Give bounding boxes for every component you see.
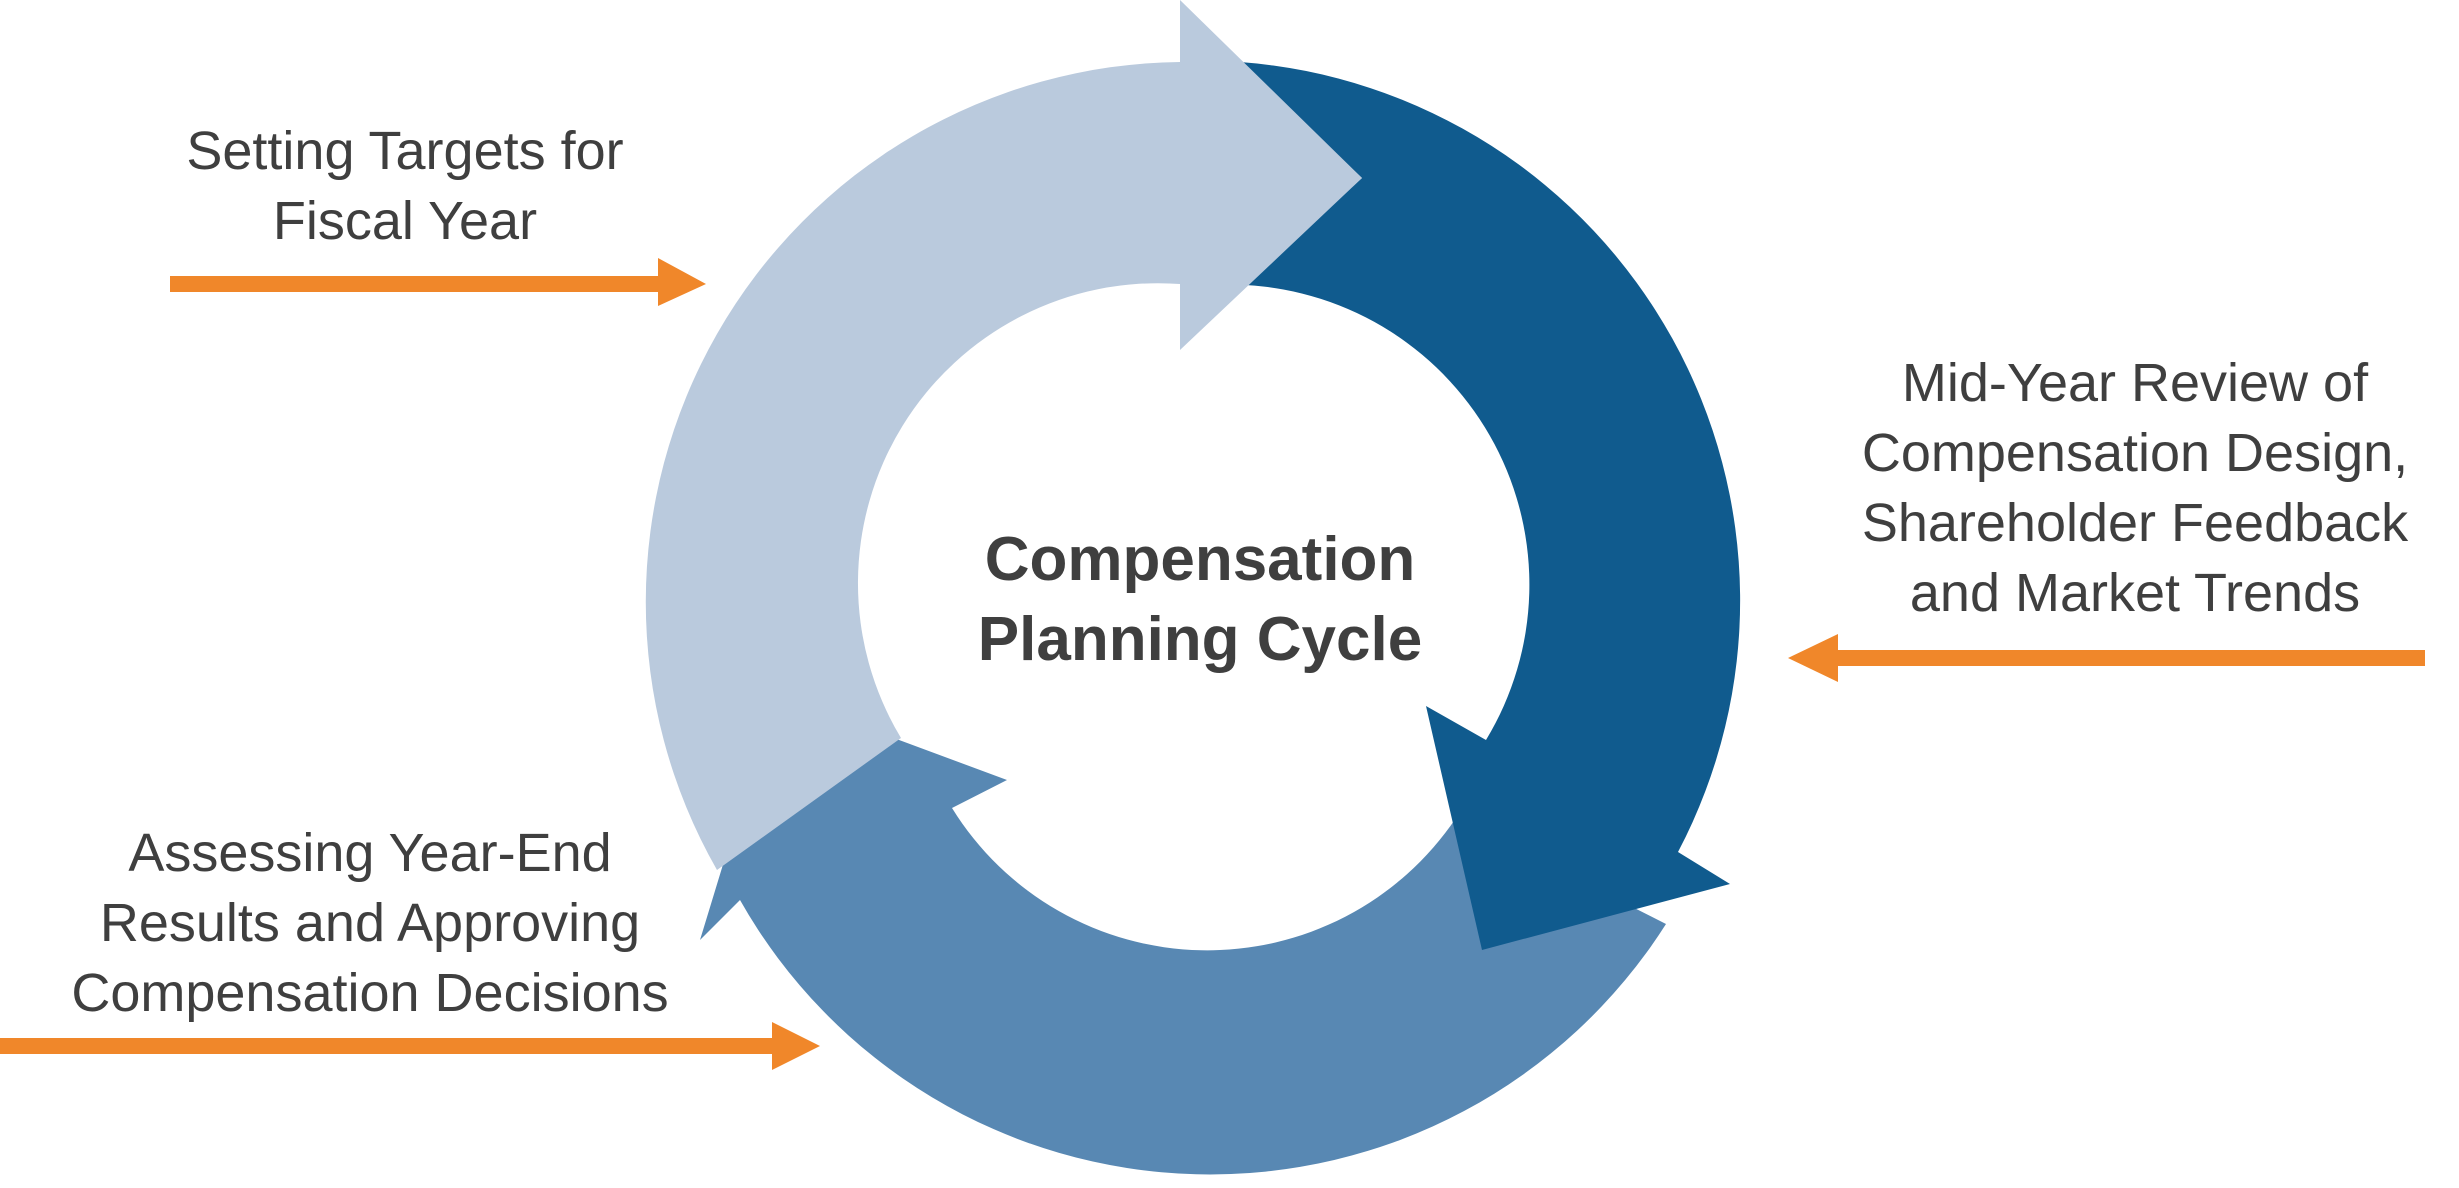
pointer-arrow-midyear xyxy=(1788,634,2425,682)
stage-label-line: Compensation Design, xyxy=(1861,423,2409,483)
cycle-arrow-right xyxy=(1240,62,1741,950)
pointer-arrow-assessing xyxy=(0,1022,820,1070)
pointer-arrow-setting xyxy=(170,258,706,306)
stage-label-setting-targets: Setting Targets for Fiscal Year xyxy=(110,116,700,256)
stage-label-assessing-results: Assessing Year-End Results and Approving… xyxy=(20,818,720,1028)
stage-label-line: Fiscal Year xyxy=(272,191,538,251)
center-title: Compensation Planning Cycle xyxy=(880,520,1520,680)
cycle-arrow-bottom xyxy=(700,694,1666,1175)
center-title-line-1: Compensation xyxy=(984,525,1416,594)
center-title-line-2: Planning Cycle xyxy=(977,605,1423,674)
stage-label-mid-year-review: Mid-Year Review of Compensation Design, … xyxy=(1790,348,2459,628)
stage-label-line: Setting Targets for xyxy=(186,121,624,181)
cycle-arrow-left xyxy=(645,0,1362,870)
stage-label-line: Shareholder Feedback xyxy=(1861,493,2409,553)
stage-label-line: Results and Approving xyxy=(99,893,641,953)
stage-label-line: and Market Trends xyxy=(1909,563,2361,623)
stage-label-line: Mid-Year Review of xyxy=(1901,353,2369,413)
stage-label-line: Assessing Year-End xyxy=(128,823,612,883)
stage-label-line: Compensation Decisions xyxy=(71,963,669,1023)
